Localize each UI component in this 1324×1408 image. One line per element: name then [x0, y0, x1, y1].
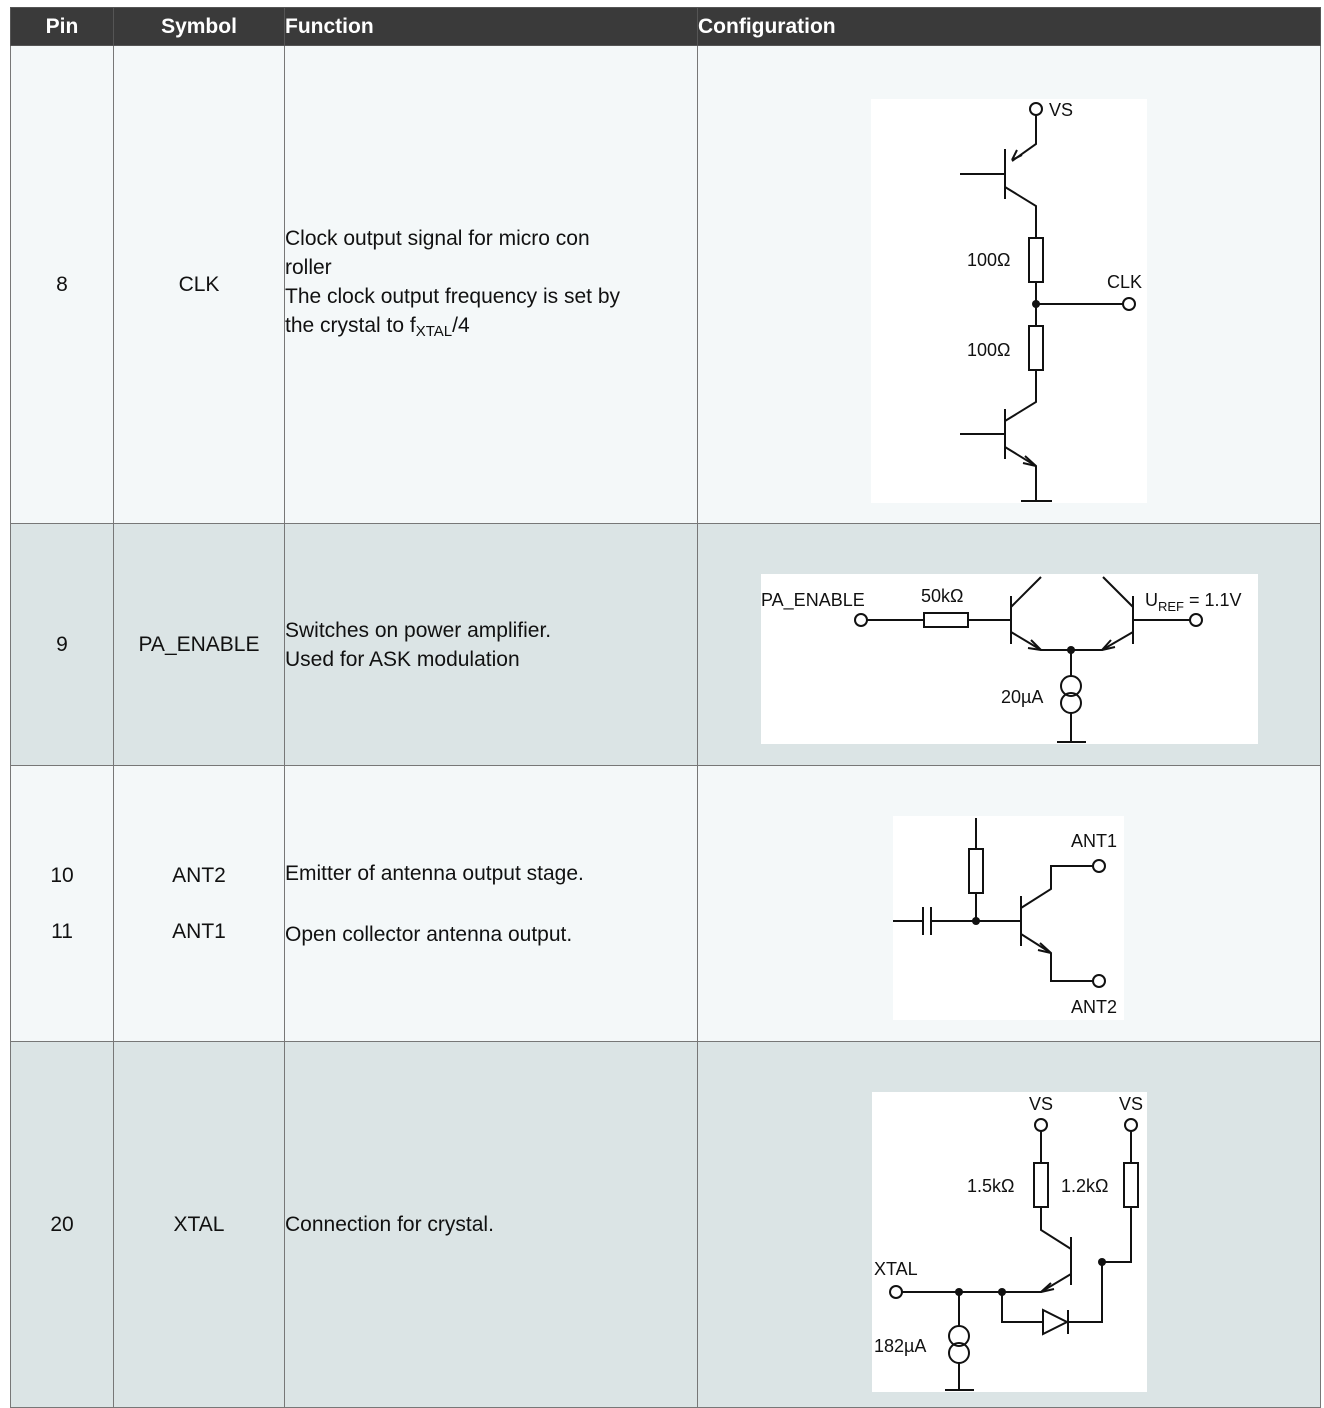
pin-function: Clock output signal for micro con roller… [284, 45, 698, 524]
pin-number: 9 [10, 523, 114, 766]
pin-function: Emitter of antenna output stage. Open co… [284, 765, 698, 1042]
pin-number: 8 [10, 45, 114, 524]
xtal-input-label: XTAL [874, 1259, 918, 1279]
function-line: Clock output signal for micro con [285, 226, 590, 250]
resistor-label: 50kΩ [921, 586, 963, 606]
xtal-circuit-diagram: VS VS 1.5kΩ 1.2kΩ XTAL 182µA [872, 1092, 1147, 1392]
pa-enable-circuit-diagram: PA_ENABLE 50kΩ UREF = 1.1V 20µA [761, 574, 1258, 744]
function-line: the crystal to fXTAL/4 [285, 313, 470, 340]
table-row: 20 XTAL Connection for crystal. [10, 1041, 1321, 1408]
header-symbol: Symbol [113, 7, 285, 46]
clk-circuit-diagram: VS 100Ω CLK 100Ω [871, 99, 1147, 503]
vs-label: VS [1049, 100, 1073, 120]
pin-symbol: ANT2 ANT1 [113, 765, 285, 1042]
pin-configuration: VS VS 1.5kΩ 1.2kΩ XTAL 182µA [697, 1041, 1321, 1408]
pin-symbol: XTAL [113, 1041, 285, 1408]
pin-number: 20 [10, 1041, 114, 1408]
vs-label: VS [1119, 1094, 1143, 1114]
pin-symbol: CLK [113, 45, 285, 524]
clk-output-label: CLK [1107, 272, 1142, 292]
pin-configuration: ANT1 ANT2 [697, 765, 1321, 1042]
vs-label: VS [1029, 1094, 1053, 1114]
current-source-label: 182µA [874, 1336, 926, 1356]
table-row: 9 PA_ENABLE Switches on power amplifier.… [10, 523, 1321, 766]
pin-configuration-table: Pin Symbol Function Configuration 8 CLK … [10, 7, 1321, 1408]
resistor-label: 100Ω [967, 340, 1011, 360]
resistor-label: 1.2kΩ [1061, 1176, 1108, 1196]
resistor-label: 100Ω [967, 250, 1011, 270]
header-configuration: Configuration [697, 7, 1321, 46]
function-line: Connection for crystal. [285, 1213, 494, 1236]
pin-function: Switches on power amplifier. Used for AS… [284, 523, 698, 766]
antenna-circuit-diagram: ANT1 ANT2 [893, 816, 1124, 1020]
function-line: roller [285, 255, 332, 279]
header-function: Function [284, 7, 698, 46]
pa-enable-input-label: PA_ENABLE [761, 590, 865, 611]
ant2-label: ANT2 [1071, 997, 1117, 1017]
pin-function: Connection for crystal. [284, 1041, 698, 1408]
table-header-row: Pin Symbol Function Configuration [10, 7, 1321, 46]
table-row: 8 CLK Clock output signal for micro con … [10, 45, 1321, 524]
pin-number: 10 11 [10, 765, 114, 1042]
function-line: The clock output frequency is set by [285, 284, 621, 308]
pin-configuration: VS 100Ω CLK 100Ω [697, 45, 1321, 524]
uref-label: UREF = 1.1V [1145, 590, 1242, 614]
function-line: Switches on power amplifier. [285, 618, 552, 642]
current-source-label: 20µA [1001, 687, 1043, 707]
header-pin: Pin [10, 7, 114, 46]
function-line: Used for ASK modulation [285, 647, 520, 671]
ant1-label: ANT1 [1071, 831, 1117, 851]
pin-symbol: PA_ENABLE [113, 523, 285, 766]
resistor-label: 1.5kΩ [967, 1176, 1014, 1196]
pin-configuration: PA_ENABLE 50kΩ UREF = 1.1V 20µA [697, 523, 1321, 766]
table-row: 10 11 ANT2 ANT1 Emitter of antenna outpu… [10, 765, 1321, 1042]
